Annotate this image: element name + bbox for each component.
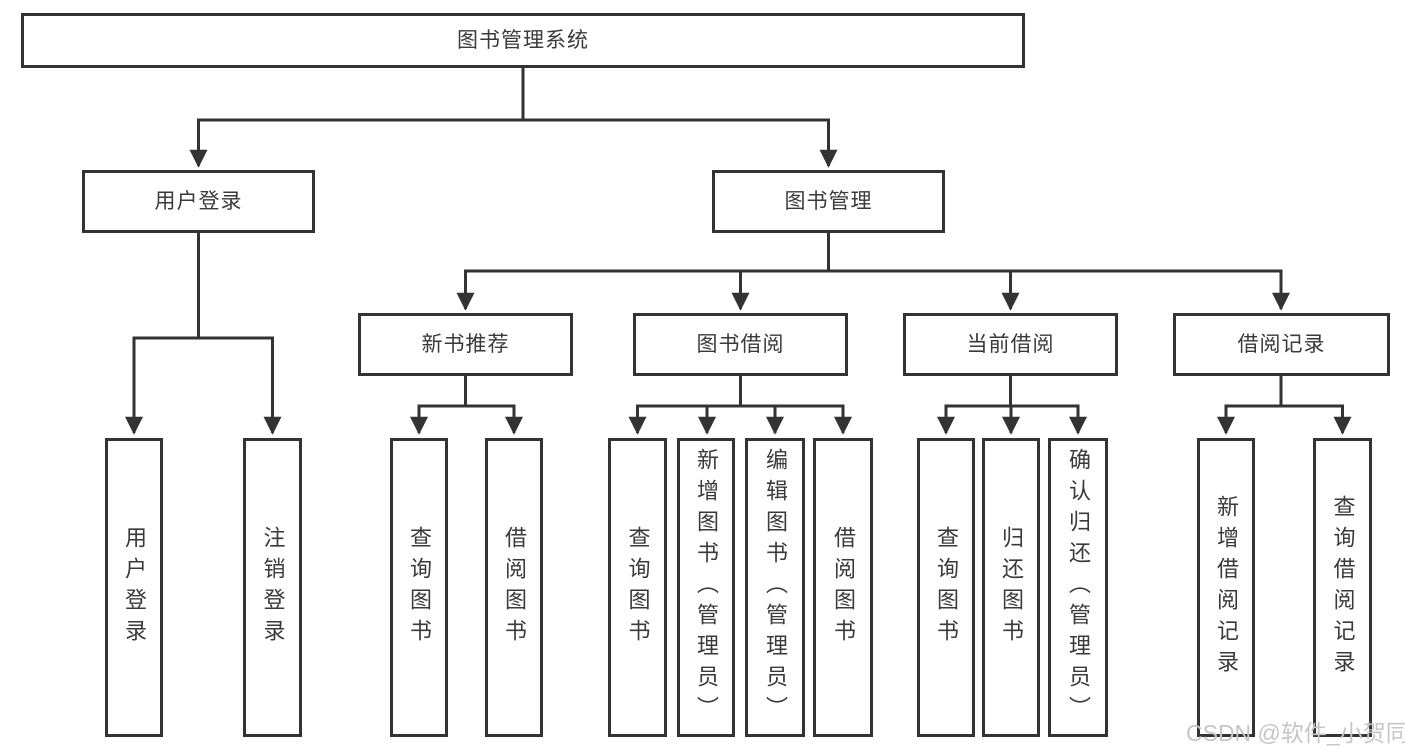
leaf-current-return-books: 归还图书: [982, 438, 1040, 737]
leaf-current-confirm-return-admin: 确认归还（管理员）: [1048, 438, 1108, 737]
leaf-borrow-edit-books-admin: 编辑图书（管理员）: [745, 438, 805, 737]
node-book-borrow: 图书借阅: [633, 313, 848, 376]
leaf-user-login: 用户登录: [105, 438, 163, 737]
leaf-borrow-query-books: 查询图书: [608, 438, 667, 737]
leaf-records-query-record: 查询借阅记录: [1313, 438, 1372, 737]
leaf-borrow-borrow-books: 借阅图书: [813, 438, 873, 737]
node-root-system: 图书管理系统: [21, 13, 1025, 68]
leaf-logout: 注销登录: [243, 438, 302, 737]
node-new-book-recommend: 新书推荐: [358, 313, 573, 376]
node-current-borrow: 当前借阅: [903, 313, 1118, 376]
leaf-newbook-query-books: 查询图书: [390, 438, 448, 737]
node-user-login: 用户登录: [82, 170, 315, 233]
leaf-borrow-add-books-admin: 新增图书（管理员）: [677, 438, 735, 737]
node-borrow-records: 借阅记录: [1173, 313, 1390, 376]
csdn-watermark: CSDN @软件_小贺同学: [1186, 720, 1405, 746]
leaf-newbook-borrow-books: 借阅图书: [485, 438, 543, 737]
leaf-current-query-books: 查询图书: [917, 438, 975, 737]
node-book-management: 图书管理: [712, 170, 945, 233]
leaf-records-add-record: 新增借阅记录: [1197, 438, 1255, 737]
